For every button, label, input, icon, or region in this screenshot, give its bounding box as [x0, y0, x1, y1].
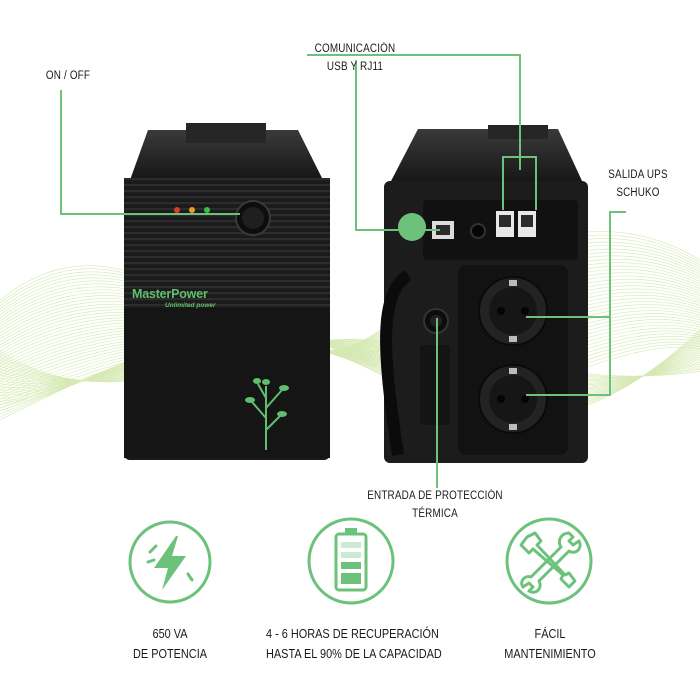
- callout-outlets: SALIDA UPS SCHUKO: [595, 166, 681, 202]
- brand-name-part2: Power: [171, 287, 208, 301]
- feature-maintenance-line1: FÁCIL: [534, 626, 566, 641]
- led-green: [204, 207, 210, 213]
- power-cord: [380, 270, 412, 456]
- feature-power-line2: DE POTENCIA: [132, 646, 208, 661]
- schuko-outlet-1: [478, 276, 548, 346]
- callout-thermal-line2: TÉRMICA: [412, 508, 458, 520]
- feature-maintenance: FÁCIL MANTENIMIENTO: [491, 624, 609, 664]
- feature-power: 650 VA DE POTENCIA: [111, 624, 229, 664]
- callout-on-off-text: ON / OFF: [45, 70, 91, 82]
- feature-recovery: 4 - 6 HORAS DE RECUPERACIÓN HASTA EL 90%…: [266, 624, 442, 664]
- tools-icon: [505, 517, 593, 605]
- callout-communication: COMUNICACIÓN USB Y RJ11: [308, 40, 403, 76]
- callout-communication-line2: USB Y RJ11: [326, 61, 384, 73]
- schuko-outlet-2: [478, 364, 548, 434]
- feature-power-line1: 650 VA: [152, 626, 188, 641]
- callout-on-off: ON / OFF: [34, 67, 103, 85]
- lightning-icon: [128, 520, 212, 604]
- feature-recovery-line2: HASTA EL 90% DE LA CAPACIDAD: [266, 646, 442, 661]
- callout-thermal-line1: ENTRADA DE PROTECCIÓN: [367, 490, 503, 502]
- callout-thermal-protection: ENTRADA DE PROTECCIÓN TÉRMICA: [366, 487, 504, 523]
- feature-maintenance-line2: MANTENIMIENTO: [504, 646, 596, 661]
- brand-name-part1: Master: [132, 287, 172, 301]
- led-orange: [189, 207, 195, 213]
- callout-outlets-line1: SALIDA UPS: [608, 169, 668, 181]
- feature-recovery-line1: 4 - 6 HORAS DE RECUPERACIÓN: [266, 626, 439, 641]
- led-red: [174, 207, 180, 213]
- brand-tagline: Unlimited power: [165, 302, 216, 309]
- ups-rear-view: [380, 125, 588, 463]
- callout-communication-line1: COMUNICACIÓN: [314, 43, 396, 55]
- sticker: [398, 213, 426, 241]
- brand-logo: MasterPower: [132, 287, 208, 301]
- battery-icon: [307, 517, 395, 605]
- callout-outlets-line2: SCHUKO: [616, 187, 660, 199]
